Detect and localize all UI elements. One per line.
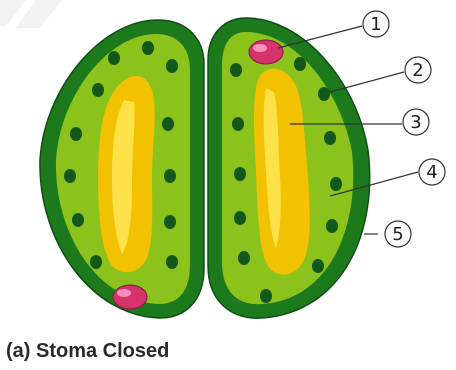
- left-nucleus: [113, 285, 147, 309]
- callout-1: 1: [363, 11, 389, 37]
- right-nucleus-highlight: [253, 44, 267, 52]
- callout-5: 5: [385, 221, 411, 247]
- svg-text:4: 4: [426, 162, 437, 183]
- right-nucleus: [249, 40, 283, 64]
- svg-text:5: 5: [392, 224, 403, 245]
- left-guard-cell: [40, 20, 204, 318]
- svg-text:1: 1: [370, 14, 381, 35]
- callout-2: 2: [405, 57, 431, 83]
- svg-text:2: 2: [412, 60, 423, 81]
- callout-4: 4: [419, 159, 445, 185]
- right-guard-cell: [208, 18, 370, 318]
- figure-caption: (a) Stoma Closed: [6, 340, 169, 363]
- left-nucleus-highlight: [117, 289, 131, 297]
- svg-text:3: 3: [410, 112, 421, 133]
- watermark-shapes: [0, 0, 62, 28]
- callout-3: 3: [403, 109, 429, 135]
